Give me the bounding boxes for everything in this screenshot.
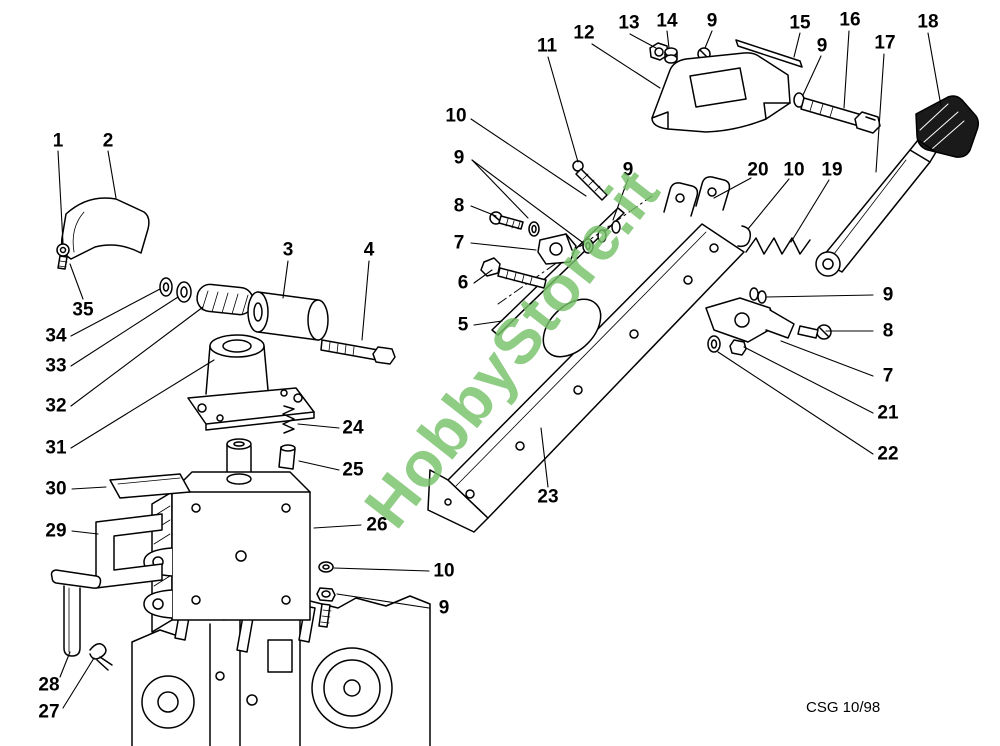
part-number-label: 7	[453, 232, 465, 254]
part-number-label: 11	[536, 35, 558, 57]
leader-lines	[57, 30, 942, 709]
part-number-label: 32	[45, 395, 67, 417]
part-27-cotter-pin	[89, 643, 113, 671]
part-number-label: 27	[38, 701, 60, 723]
part-number-label: 28	[38, 674, 60, 696]
part-8-screw-left	[489, 211, 524, 230]
part-number-label: 21	[877, 402, 899, 424]
part-29-channel	[95, 513, 163, 589]
engine-block	[131, 595, 431, 746]
part-number-label: 10	[445, 105, 467, 127]
part-14-nut	[664, 47, 678, 64]
part-30-plate	[109, 473, 191, 499]
part-17-lever	[815, 139, 937, 277]
part-9-nut-lower	[316, 587, 336, 628]
part-24-spring	[282, 405, 295, 434]
part-8-screw-right	[797, 324, 832, 340]
part-25-spacer	[278, 444, 296, 470]
part-number-label: 34	[45, 325, 67, 347]
part-number-label: 5	[457, 314, 469, 336]
part-34-washer	[159, 277, 173, 297]
part-32-sleeve	[196, 283, 254, 316]
part-number-label: 9	[816, 35, 828, 57]
part-31-housing	[187, 334, 315, 431]
part-21-bracket-right	[705, 287, 795, 356]
part-number-label: 17	[874, 32, 896, 54]
part-number-label: 7	[882, 365, 894, 387]
part-number-label: 30	[45, 478, 67, 500]
part-10-washer-lower	[318, 561, 334, 573]
part-number-label: 10	[783, 159, 805, 181]
part-1-screw	[56, 243, 70, 270]
part-number-label: 9	[882, 284, 894, 306]
part-4-bolt	[320, 339, 396, 365]
part-number-label: 6	[457, 272, 469, 294]
part-number-label: 18	[917, 11, 939, 33]
part-number-label: 15	[789, 12, 811, 34]
part-number-label: 29	[45, 520, 67, 542]
part-number-label: 31	[45, 437, 67, 459]
part-2-bracket	[60, 197, 150, 260]
part-number-label: 19	[821, 159, 843, 181]
part-15-blade	[735, 39, 803, 68]
part-number-label: 2	[102, 130, 114, 152]
part-number-label: 14	[656, 10, 678, 32]
catalog-code: CSG 10/98	[806, 699, 881, 716]
part-20-clamps	[663, 176, 731, 217]
part-number-label: 4	[363, 239, 375, 261]
part-number-label: 26	[366, 514, 388, 536]
part-16-bolt	[793, 92, 881, 134]
part-18-grip	[915, 95, 980, 158]
part-11-bolt	[572, 160, 608, 201]
part-3-bushing	[247, 291, 329, 341]
part-6-bolt	[480, 257, 547, 289]
part-number-label: 22	[877, 443, 899, 465]
part-number-label: 9	[706, 10, 718, 32]
part-number-label: 9	[622, 159, 634, 181]
part-10-clip	[737, 225, 752, 248]
part-number-label: 3	[282, 239, 294, 261]
part-7-bracket-left	[537, 233, 577, 265]
part-19-spring	[745, 237, 811, 255]
part-number-label: 35	[72, 299, 94, 321]
part-number-label: 24	[342, 417, 364, 439]
part-number-label: 9	[453, 147, 465, 169]
part-number-label: 1	[52, 130, 64, 152]
part-number-label: 16	[839, 9, 861, 31]
part-12-cover	[651, 52, 791, 133]
part-number-label: 10	[433, 560, 455, 582]
part-number-label: 8	[453, 195, 465, 217]
part-number-label: 25	[342, 459, 364, 481]
part-33-washer	[176, 281, 192, 303]
part-26-bracket	[143, 438, 311, 633]
part-number-label: 8	[882, 320, 894, 342]
part-number-label: 13	[618, 12, 640, 34]
part-number-label: 23	[537, 486, 559, 508]
part-number-label: 9	[438, 597, 450, 619]
part-23-support-bar	[427, 223, 745, 533]
part-number-label: 33	[45, 355, 67, 377]
part-9-washer-mid	[528, 220, 621, 254]
part-number-label: 20	[747, 159, 769, 181]
part-28-pin	[50, 569, 102, 657]
part-number-label: 12	[573, 22, 595, 44]
